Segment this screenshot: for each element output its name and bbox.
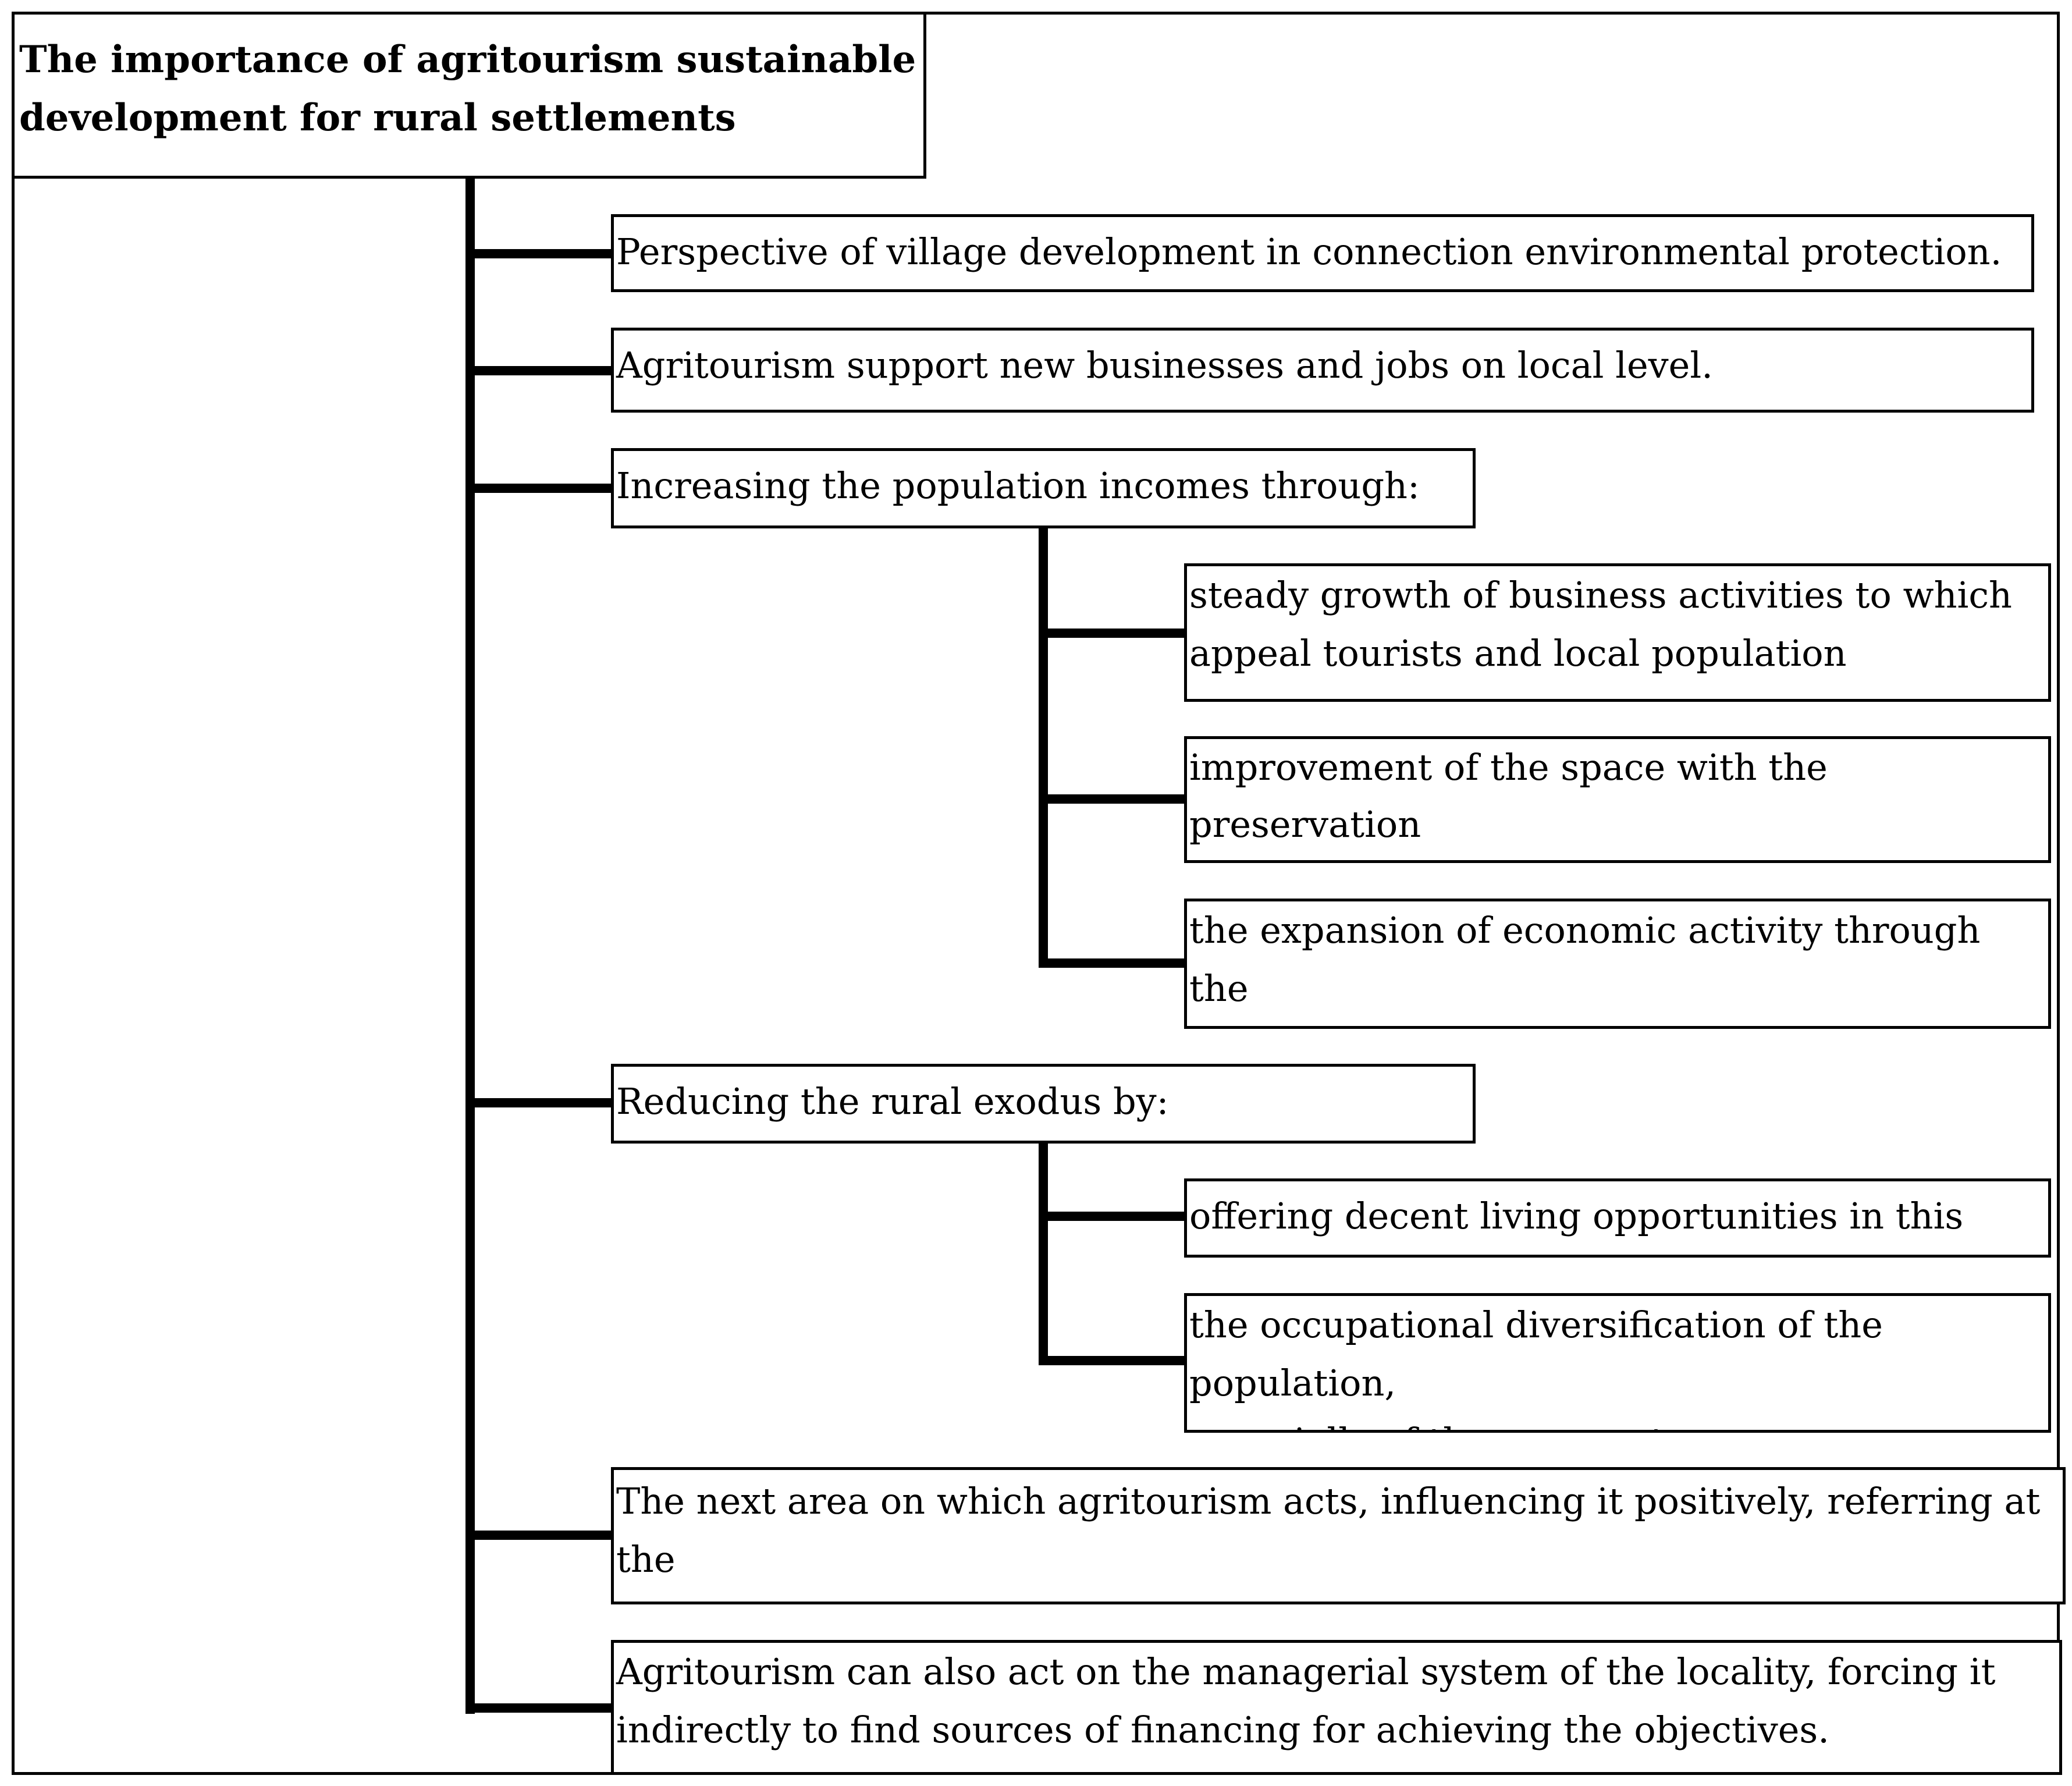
main-trunk-line [465,177,475,1714]
connector-item-2 [465,366,612,375]
item-box-3: Increasing the population incomes throug… [611,448,1476,528]
connector-sub-1-3 [1039,958,1185,968]
connector-item-1 [465,249,612,258]
connector-sub-1-1 [1039,629,1185,638]
connector-item-4 [465,1098,612,1107]
connector-sub-2-1 [1039,1212,1185,1221]
connector-sub-2-2 [1039,1356,1185,1365]
item-box-2: Agritourism support new businesses and j… [611,328,2034,413]
connector-item-3 [465,484,612,493]
sub-item-box-1-2: improvement of the space with the preser… [1184,736,2051,863]
item-box-6: Agritourism can also act on the manageri… [611,1640,2062,1775]
item-box-5: The next area on which agritourism acts,… [611,1467,2066,1604]
item-box-1: Perspective of village development in co… [611,214,2034,292]
sub-trunk-1-line [1039,525,1048,968]
title-box: The importance of agritourism sustainabl… [12,12,926,179]
connector-sub-1-2 [1039,794,1185,804]
sub-item-box-1-1: steady growth of business activities to … [1184,563,2051,702]
sub-item-box-2-1: offering decent living opportunities in … [1184,1178,2051,1258]
sub-item-box-1-3: the expansion of economic activity throu… [1184,899,2051,1029]
sub-trunk-2-line [1039,1141,1048,1365]
connector-item-5 [465,1531,612,1540]
item-box-4: Reducing the rural exodus by: [611,1064,1476,1144]
connector-item-6 [465,1703,612,1713]
sub-item-box-2-2: the occupational diversification of the … [1184,1293,2051,1433]
